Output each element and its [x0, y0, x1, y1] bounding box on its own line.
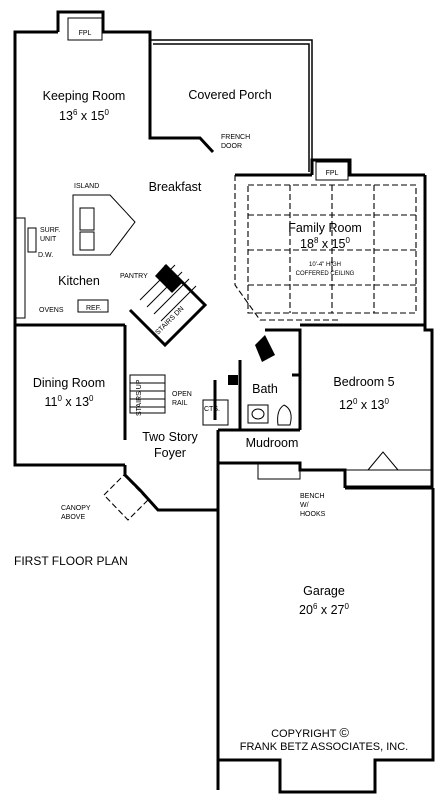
bath-name: Bath [252, 382, 278, 396]
foyer-name-1: Two Story [142, 430, 198, 444]
cts-label: CTS. [204, 406, 220, 413]
family-room-note-2: COFFERED CEILING [296, 271, 355, 277]
dining-room-name: Dining Room [33, 376, 105, 390]
canopy [103, 474, 149, 521]
bench-label-3: HOOKS [300, 511, 326, 518]
fpl-label-keeping: FPL [79, 30, 92, 37]
garage-name: Garage [303, 584, 345, 598]
canopy-label-2: ABOVE [61, 514, 85, 521]
fireplace-keeping: FPL [67, 17, 103, 41]
french-door-label-2: DOOR [221, 143, 242, 150]
bedroom-dims: 120 x 130 [339, 397, 389, 412]
family-room-dims: 188 x 150 [300, 236, 350, 251]
pantry-label: PANTRY [120, 273, 148, 280]
plan-title: FIRST FLOOR PLAN [14, 554, 128, 568]
stair-treads [129, 264, 197, 414]
family-room-name: Family Room [288, 221, 362, 235]
interior-walls [15, 173, 425, 463]
mudroom-name: Mudroom [246, 436, 299, 450]
bench-label-1: BENCH [300, 493, 325, 500]
bath-fixtures [202, 399, 292, 426]
copyright-line-2: FRANK BETZ ASSOCIATES, INC. [240, 741, 409, 753]
fireplace-family: FPL [315, 161, 349, 181]
bedroom-name: Bedroom 5 [333, 375, 394, 389]
covered-porch-name: Covered Porch [188, 88, 271, 102]
keeping-room-name: Keeping Room [43, 89, 126, 103]
family-room-note-1: 10'-4" HIGH [309, 262, 341, 268]
coffered-ceiling [247, 184, 417, 314]
surf-unit-label-1: SURF. [40, 227, 60, 234]
dining-room-dims: 110 x 130 [45, 394, 95, 409]
breakfast-name: Breakfast [149, 180, 202, 194]
surf-unit-label-2: UNIT [40, 236, 57, 243]
foyer-name-2: Foyer [154, 446, 186, 460]
kitchen-name: Kitchen [58, 274, 100, 288]
open-rail-label-1: OPEN [172, 391, 192, 398]
island-label: ISLAND [74, 183, 99, 190]
ovens-label: OVENS [39, 307, 64, 314]
ref-label: REF. [86, 305, 101, 312]
open-rail-label-2: RAIL [172, 400, 188, 407]
stairs-dn-label: STAIRS DN [154, 305, 185, 336]
canopy-label-1: CANOPY [61, 505, 91, 512]
fpl-label-family: FPL [326, 170, 339, 177]
keeping-room-dims: 136 x 150 [59, 108, 109, 123]
copyright-line-1: COPYRIGHT © [271, 725, 349, 740]
kitchen-island [27, 194, 136, 313]
bench [257, 451, 432, 487]
garage-dims: 206 x 270 [299, 602, 349, 617]
french-door-label-1: FRENCH [221, 134, 250, 141]
bench-label-2: W/ [300, 502, 309, 509]
stairs-up-label: STAIRS UP [136, 379, 143, 416]
dw-label: D.W. [38, 252, 53, 259]
exterior-walls [13, 10, 435, 794]
